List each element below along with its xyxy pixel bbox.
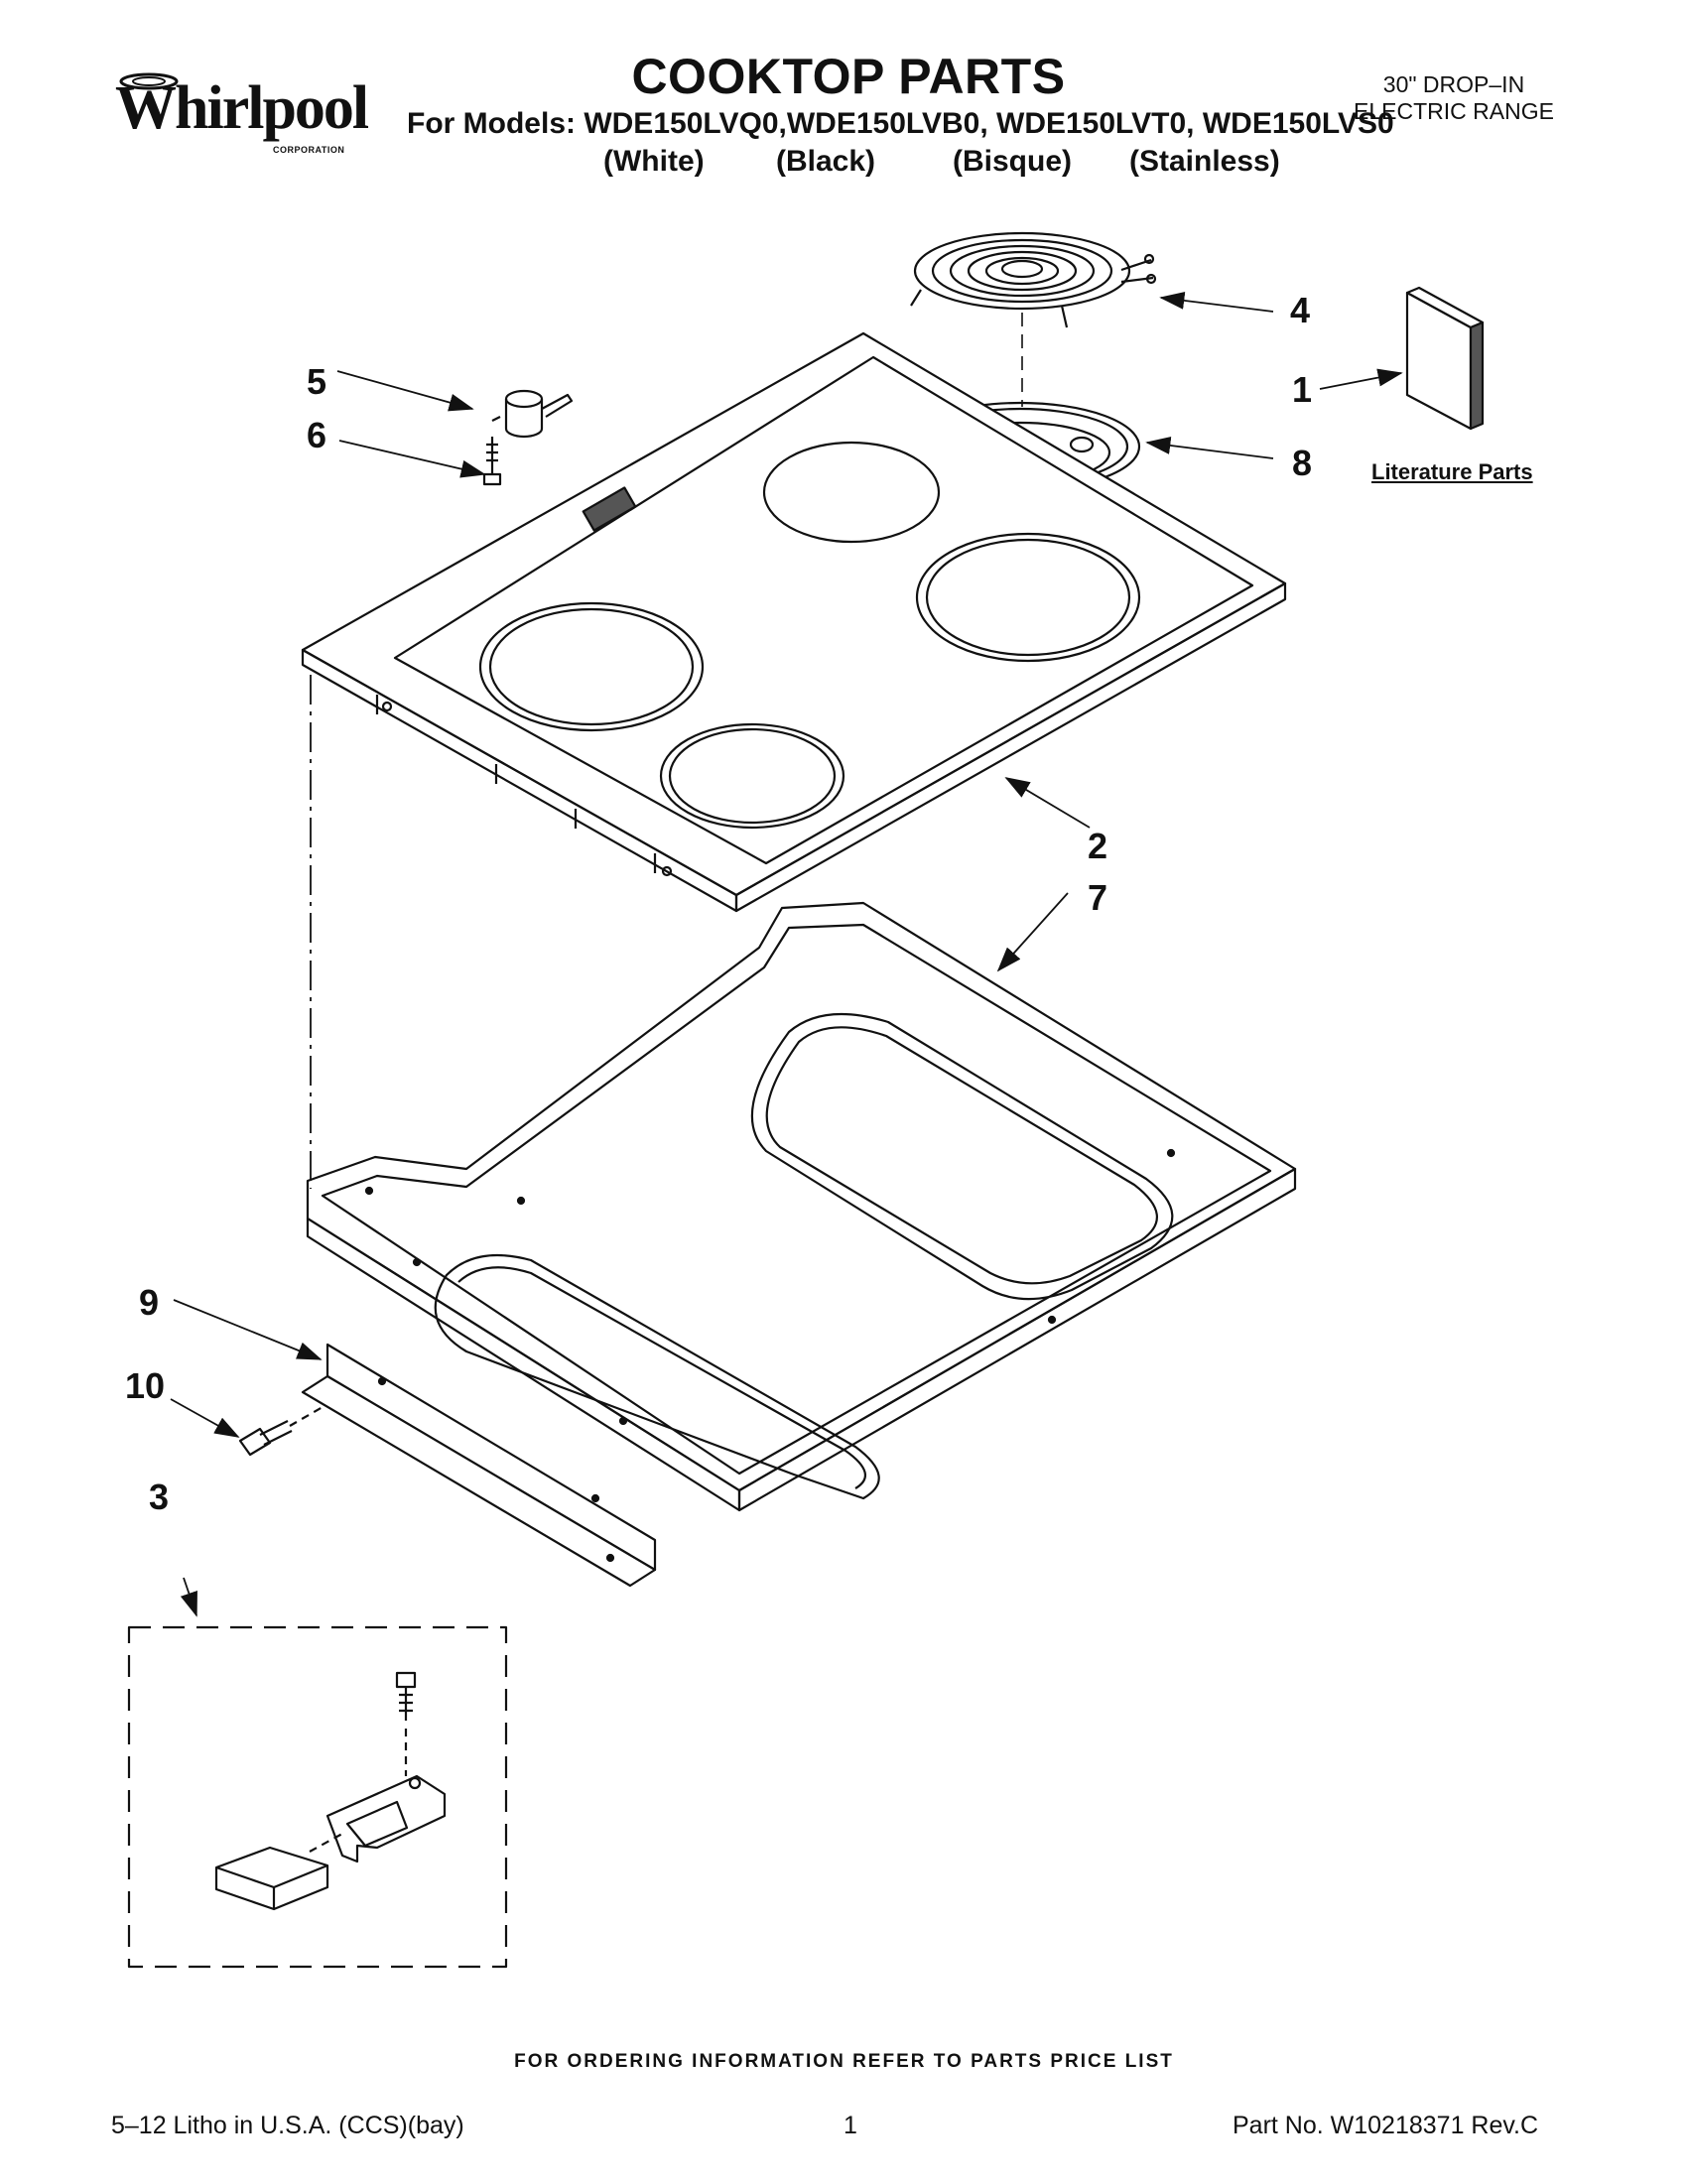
- brand-name: Whirlpool: [115, 74, 369, 142]
- literature-parts-label: Literature Parts: [1371, 459, 1533, 484]
- trim-bracket: [301, 1343, 657, 1588]
- ordering-note: FOR ORDERING INFORMATION REFER TO PARTS …: [514, 2051, 1174, 2072]
- callout-5: 5: [307, 361, 327, 402]
- callout-9: 9: [139, 1282, 160, 1323]
- page-title: COOKTOP PARTS: [631, 49, 1066, 104]
- range-type-line1: 30" DROP–IN: [1382, 71, 1525, 97]
- callout-1: 1: [1292, 369, 1313, 410]
- callout-2: 2: [1088, 826, 1108, 866]
- color-stainless: (Stainless): [1129, 145, 1280, 178]
- callout-7: 7: [1088, 877, 1108, 918]
- color-black: (Black): [776, 145, 876, 178]
- kit-dashed-box: [127, 1625, 508, 1969]
- callout-leaders: [170, 291, 1403, 1617]
- bracket-screw: [238, 1406, 324, 1457]
- range-type-line2: ELECTRIC RANGE: [1354, 98, 1554, 124]
- color-bisque: (Bisque): [953, 145, 1072, 178]
- page-number: 1: [844, 2112, 857, 2139]
- whirlpool-logo: Whirlpool CORPORATION: [109, 60, 372, 169]
- mounting-screw: [482, 437, 502, 486]
- brand-corporation: CORPORATION: [273, 145, 345, 155]
- anti-tip-kit: [214, 1671, 447, 1911]
- callout-4: 4: [1290, 290, 1311, 330]
- literature-booklet: [1405, 286, 1485, 431]
- logo-swirl-icon: [119, 72, 179, 90]
- models-line: For Models: WDE150LVQ0,WDE150LVB0, WDE15…: [407, 107, 1394, 140]
- range-type: 30" DROP–IN ELECTRIC RANGE: [1320, 71, 1588, 125]
- callout-8: 8: [1292, 443, 1313, 483]
- color-white: (White): [603, 145, 705, 178]
- cooktop-panel: [301, 331, 1287, 913]
- part-number: Part No. W10218371 Rev.C: [1233, 2112, 1539, 2139]
- surface-element: [910, 231, 1157, 328]
- litho-info: 5–12 Litho in U.S.A. (CCS)(bay): [111, 2112, 464, 2139]
- callout-6: 6: [307, 415, 327, 455]
- callout-3: 3: [149, 1477, 170, 1517]
- burner-box: [306, 901, 1297, 1512]
- callout-10: 10: [125, 1365, 166, 1406]
- terminal-block: [491, 389, 574, 439]
